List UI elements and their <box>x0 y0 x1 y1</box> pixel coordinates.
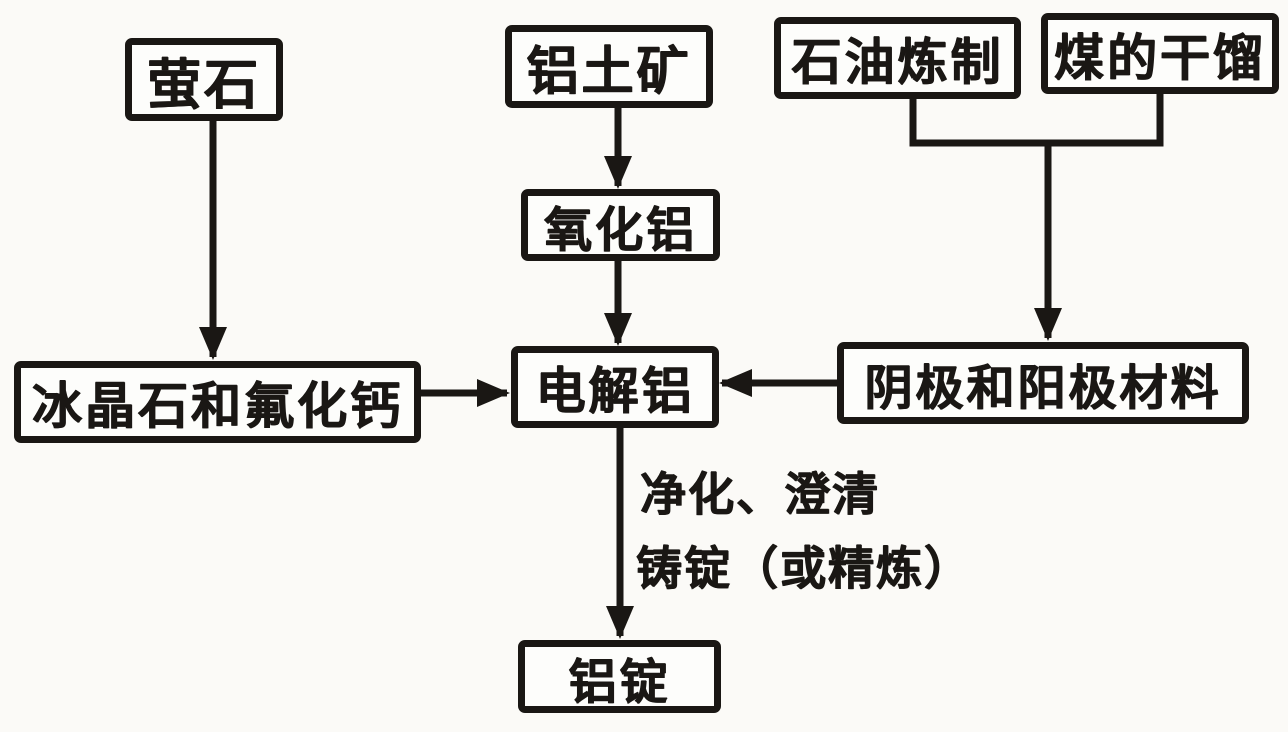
node-bauxite: 铝土矿 <box>505 25 713 108</box>
node-aluminum-ingot: 铝锭 <box>518 640 721 713</box>
node-cryolite-calcium-fluoride: 冰晶石和氟化钙 <box>14 361 421 443</box>
node-cathode-anode-materials: 阴极和阳极材料 <box>837 342 1249 424</box>
node-electrolytic-aluminum: 电解铝 <box>511 346 719 428</box>
node-fluorite: 萤石 <box>125 38 283 121</box>
edge-label-purify-clarify: 净化、澄清 <box>640 467 880 521</box>
node-coal-dry-distillation: 煤的干馏 <box>1041 13 1279 94</box>
node-alumina: 氧化铝 <box>521 189 720 261</box>
node-petroleum-refining: 石油炼制 <box>774 17 1021 99</box>
edge-label-cast-refine: 铸锭（或精炼） <box>636 541 972 595</box>
